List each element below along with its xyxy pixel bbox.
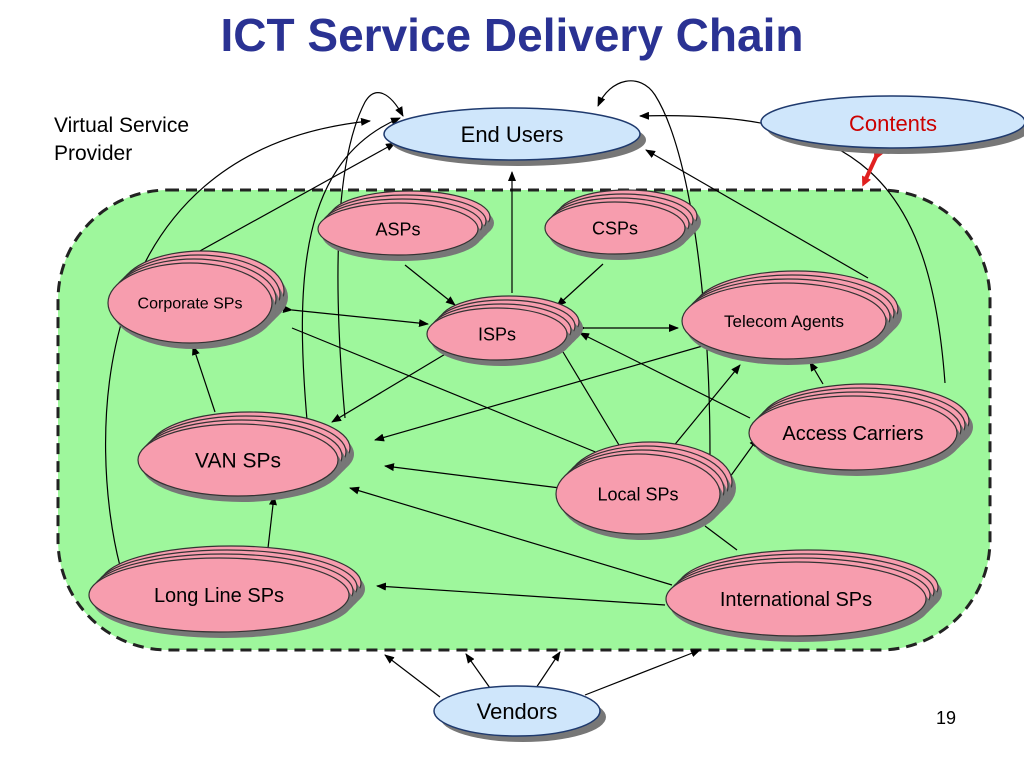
virtual-service-provider-label-line-1: Virtual Service (54, 114, 190, 137)
link-vendors-longline (384, 654, 441, 698)
local-sps-ellipse (555, 453, 721, 535)
vendors-label: Vendors (477, 699, 558, 724)
contents-node[interactable]: Contents (760, 95, 1024, 154)
long-line-sps-ellipse (88, 557, 350, 633)
asps-ellipse (317, 202, 479, 256)
link-asps-isps (404, 264, 456, 306)
corporate-sps-ellipse (107, 262, 273, 344)
link-csps-isps (556, 263, 604, 307)
link-local-van (384, 463, 561, 489)
link-van-end-users (301, 117, 401, 421)
link-international-longline (376, 582, 666, 606)
corporate-sps-label: Corporate SPs (138, 296, 243, 313)
contents-label: Contents (849, 111, 937, 136)
local-sps-node[interactable]: Local SPs (555, 441, 736, 540)
isps-label: ISPs (478, 324, 516, 344)
link-corporate-local (291, 327, 621, 463)
link-vendors-international-2 (584, 649, 701, 696)
access-carriers-ellipse (748, 395, 958, 471)
link-van-end-users-loop (337, 92, 404, 419)
isps-node[interactable]: ISPs (426, 295, 583, 366)
access-carriers-label: Access Carriers (782, 423, 923, 445)
csps-node[interactable]: CSPs (544, 189, 701, 260)
link-telecom-van (374, 344, 707, 442)
asps-node[interactable]: ASPs (317, 190, 494, 261)
telecom-agents-node[interactable]: Telecom Agents (681, 270, 902, 365)
link-corporate-isps (282, 305, 429, 328)
csps-ellipse (544, 201, 686, 255)
link-isps-local (562, 351, 626, 456)
link-international-van (349, 486, 673, 586)
link-van-corporate (192, 345, 216, 413)
telecom-agents-ellipse (681, 282, 887, 360)
long-line-sps-label: Long Line SPs (154, 585, 284, 607)
end-users-label: End Users (461, 122, 564, 147)
asps-label: ASPs (375, 219, 420, 239)
isps-ellipse (426, 307, 568, 361)
virtual-service-provider-label: Virtual Service Provider (54, 112, 189, 168)
vendors-node[interactable]: Vendors (433, 685, 606, 742)
virtual-service-provider-label-line-2: Provider (54, 142, 133, 165)
link-corporate-end-users (179, 142, 396, 263)
corporate-sps-node[interactable]: Corporate SPs (107, 250, 288, 349)
end-users-node[interactable]: End Users (383, 107, 646, 166)
link-vendors-longline-2 (465, 653, 491, 689)
long-line-sps-node[interactable]: Long Line SPs (88, 545, 365, 638)
access-carriers-node[interactable]: Access Carriers (748, 383, 973, 476)
van-sps-node[interactable]: VAN SPs (137, 411, 354, 502)
connector-lines (104, 80, 946, 698)
link-vendors-international (535, 651, 561, 689)
link-isps-van (331, 341, 462, 423)
international-sps-ellipse (665, 561, 927, 637)
page-number: 19 (936, 708, 957, 728)
slide-title: ICT Service Delivery Chain (220, 9, 804, 61)
van-sps-label: VAN SPs (195, 449, 281, 472)
international-sps-node[interactable]: International SPs (665, 549, 942, 642)
contents-link (861, 149, 884, 187)
link-access-telecom (809, 361, 824, 385)
link-access-isps (579, 332, 751, 419)
link-international-local (704, 525, 738, 551)
international-sps-label: International SPs (720, 589, 872, 611)
csps-label: CSPs (592, 218, 638, 238)
link-longline-van (267, 495, 277, 549)
van-sps-ellipse (137, 423, 339, 497)
telecom-agents-label: Telecom Agents (724, 312, 844, 331)
local-sps-label: Local SPs (597, 484, 678, 504)
link-local-telecom (671, 364, 741, 449)
